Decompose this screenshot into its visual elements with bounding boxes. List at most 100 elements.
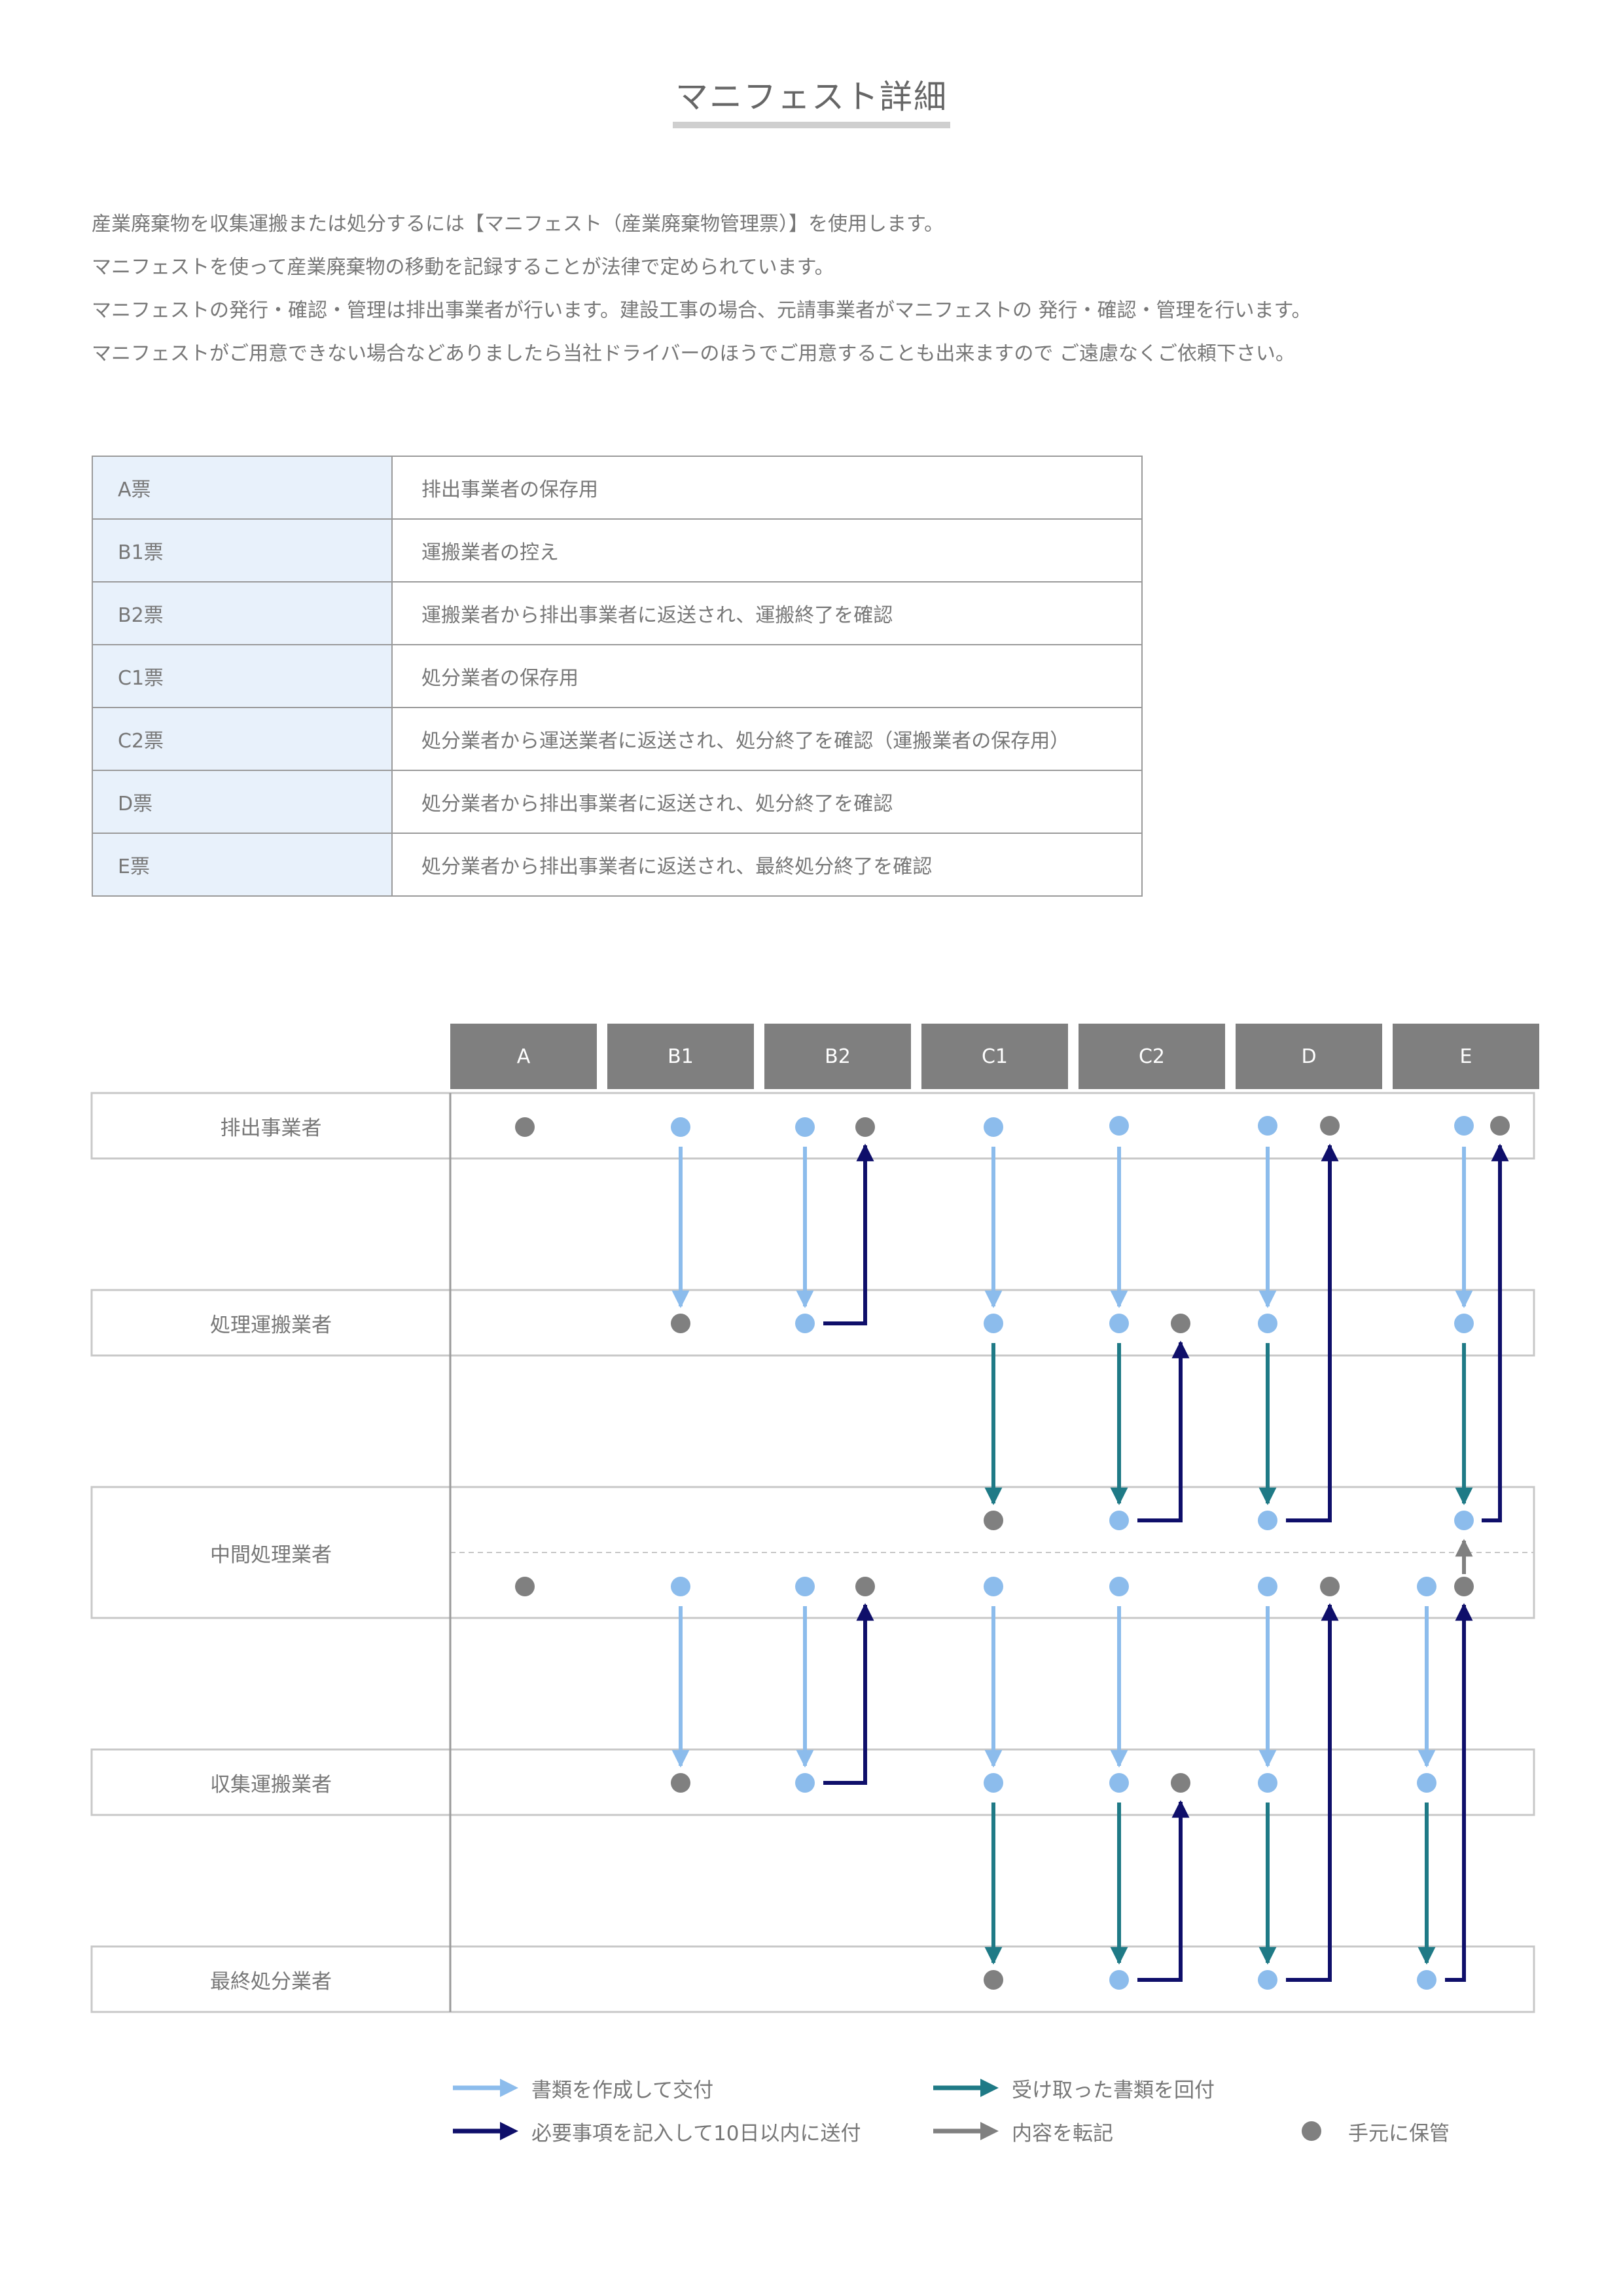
kept-dot xyxy=(1171,1314,1190,1333)
slip-description: 処分業者の保存用 xyxy=(391,644,1143,708)
issued-dot xyxy=(1109,1577,1129,1596)
kept-dot xyxy=(1320,1116,1340,1136)
issued-dot xyxy=(795,1773,815,1793)
issued-dot xyxy=(1454,1511,1474,1530)
issued-dot xyxy=(1454,1314,1474,1333)
slip-description: 処分業者から排出事業者に返送され、処分終了を確認 xyxy=(391,770,1143,834)
kept-dot xyxy=(1490,1116,1510,1136)
kept-dot xyxy=(855,1117,875,1137)
issued-dot xyxy=(1258,1511,1277,1530)
legend-transcribe: 内容を転記 xyxy=(932,2118,1113,2145)
slip-description: 排出事業者の保存用 xyxy=(391,456,1143,520)
row-label-final-disposer: 最終処分業者 xyxy=(210,1969,332,1994)
issued-dot xyxy=(1258,1314,1277,1333)
issued-dot xyxy=(984,1577,1003,1596)
slip-description: 処分業者から排出事業者に返送され、最終処分終了を確認 xyxy=(391,833,1143,897)
send-arrow xyxy=(823,1143,874,1325)
row-label-processing-transporter: 処理運搬業者 xyxy=(210,1313,332,1337)
teal-arrow-icon xyxy=(933,2079,999,2097)
issued-dot xyxy=(984,1117,1003,1137)
kept-dot xyxy=(1320,1577,1340,1596)
page-title-text: マニフェスト詳細 xyxy=(673,71,950,128)
intro-line-3: マニフェストの発行・確認・管理は排出事業者が行います。建設工事の場合、元請事業者… xyxy=(92,299,1311,322)
page-title: マニフェスト詳細 xyxy=(0,71,1623,128)
slip-name: B1票 xyxy=(92,518,393,583)
intro-line-2: マニフェストを使って産業廃棄物の移動を記録することが法律で定められています。 xyxy=(92,256,834,279)
table-row: B1票運搬業者の控え xyxy=(92,518,1143,583)
gray-arrow-icon xyxy=(933,2122,999,2140)
slip-description: 運搬業者から排出事業者に返送され、運搬終了を確認 xyxy=(391,581,1143,645)
slip-table: A票排出事業者の保存用 B1票運搬業者の控え B2票運搬業者から排出事業者に返送… xyxy=(92,456,1143,897)
legend-transcribe-label: 内容を転記 xyxy=(1012,2121,1113,2145)
issued-dot xyxy=(795,1314,815,1333)
table-row: C1票処分業者の保存用 xyxy=(92,644,1143,708)
legend-create-label: 書類を作成して交付 xyxy=(531,2078,714,2102)
table-row: A票排出事業者の保存用 xyxy=(92,456,1143,520)
legend-return-label: 受け取った書類を回付 xyxy=(1012,2078,1215,2102)
column-header-b1: B1 xyxy=(607,1024,754,1089)
row-label-collection-transporter: 収集運搬業者 xyxy=(210,1772,332,1797)
table-row: C2票処分業者から運送業者に返送され、処分終了を確認（運搬業者の保存用） xyxy=(92,707,1143,771)
slip-name: A票 xyxy=(92,456,393,520)
send-arrow xyxy=(1137,1800,1190,1982)
issued-dot xyxy=(1417,1773,1436,1793)
gray-dot-icon xyxy=(1302,2121,1321,2141)
issued-dot xyxy=(1417,1577,1436,1596)
legend-send-label: 必要事項を記入して10日以内に送付 xyxy=(531,2121,861,2145)
kept-dot xyxy=(515,1117,535,1137)
kept-dot xyxy=(671,1773,690,1793)
column-header-c1: C1 xyxy=(921,1024,1068,1089)
slip-description: 運搬業者の控え xyxy=(391,518,1143,583)
kept-dot xyxy=(855,1577,875,1596)
send-arrow xyxy=(1286,1603,1339,1982)
issued-dot xyxy=(1454,1116,1474,1136)
issued-dot xyxy=(1258,1577,1277,1596)
issued-dot xyxy=(984,1773,1003,1793)
column-header-c2: C2 xyxy=(1079,1024,1225,1089)
intro-line-4: マニフェストがご用意できない場合などありましたら当社ドライバーのほうでご用意する… xyxy=(92,342,1295,365)
legend-keep-label: 手元に保管 xyxy=(1348,2121,1450,2145)
issued-dot xyxy=(1258,1970,1277,1990)
legend-send: 必要事項を記入して10日以内に送付 xyxy=(452,2118,861,2145)
slip-name: B2票 xyxy=(92,581,393,645)
table-row: E票処分業者から排出事業者に返送され、最終処分終了を確認 xyxy=(92,833,1143,897)
issued-dot xyxy=(671,1117,690,1137)
row-label-intermediate-processor: 中間処理業者 xyxy=(210,1543,332,1567)
slip-name: E票 xyxy=(92,833,393,897)
issued-dot xyxy=(1109,1511,1129,1530)
navy-arrow-icon xyxy=(453,2122,518,2140)
kept-dot xyxy=(1454,1577,1474,1596)
issued-dot xyxy=(1258,1773,1277,1793)
legend-create: 書類を作成して交付 xyxy=(452,2075,714,2102)
intro-text: 産業廃棄物を収集運搬または処分するには【マニフェスト（産業廃棄物管理票）】を使用… xyxy=(92,203,1531,376)
kept-dot xyxy=(1171,1773,1190,1793)
send-arrow xyxy=(1482,1143,1509,1522)
issued-dot xyxy=(795,1577,815,1596)
kept-dot xyxy=(515,1577,535,1596)
issued-dot xyxy=(984,1314,1003,1333)
send-arrow xyxy=(823,1603,874,1785)
send-arrow xyxy=(1286,1143,1339,1522)
issued-dot xyxy=(1109,1116,1129,1136)
send-arrow xyxy=(1137,1340,1190,1522)
legend-return: 受け取った書類を回付 xyxy=(932,2075,1215,2102)
kept-dot xyxy=(671,1314,690,1333)
light-blue-arrow-icon xyxy=(453,2079,518,2097)
slip-name: C1票 xyxy=(92,644,393,708)
slip-name: C2票 xyxy=(92,707,393,771)
issued-dot xyxy=(1417,1970,1436,1990)
slip-description: 処分業者から運送業者に返送され、処分終了を確認（運搬業者の保存用） xyxy=(391,707,1143,771)
kept-dot xyxy=(984,1970,1003,1990)
table-row: B2票運搬業者から排出事業者に返送され、運搬終了を確認 xyxy=(92,581,1143,645)
issued-dot xyxy=(1109,1314,1129,1333)
issued-dot xyxy=(795,1117,815,1137)
issued-dot xyxy=(1109,1970,1129,1990)
flow-dots xyxy=(515,1116,1510,1990)
issued-dot xyxy=(671,1577,690,1596)
legend-keep: 手元に保管 xyxy=(1301,2118,1450,2145)
slip-name: D票 xyxy=(92,770,393,834)
send-arrow xyxy=(1445,1603,1473,1982)
table-row: D票処分業者から排出事業者に返送され、処分終了を確認 xyxy=(92,770,1143,834)
flow-arrows xyxy=(671,1143,1509,1982)
column-header-e: E xyxy=(1393,1024,1539,1089)
